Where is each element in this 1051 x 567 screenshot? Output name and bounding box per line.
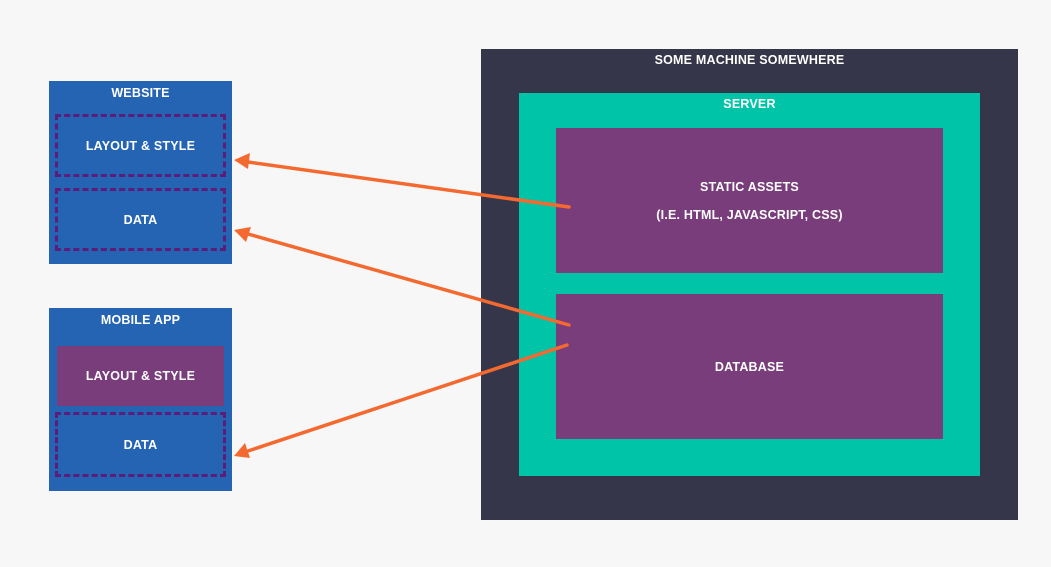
static-assets-box: STATIC ASSETS (I.E. HTML, JAVASCRIPT, CS… — [556, 128, 943, 273]
database-label: DATABASE — [714, 359, 785, 374]
machine-title: SOME MACHINE SOMEWHERE — [654, 53, 845, 67]
static-assets-detail: (I.E. HTML, JAVASCRIPT, CSS) — [656, 207, 843, 222]
mobile-data-label: DATA — [123, 437, 158, 452]
mobile-layout-style-box: LAYOUT & STYLE — [57, 346, 224, 406]
website-data-box: DATA — [55, 188, 226, 251]
website-data-label: DATA — [123, 212, 158, 227]
server-title: SERVER — [723, 97, 776, 111]
static-to-website-layout-arrow — [246, 160, 571, 209]
website-panel: WEBSITE LAYOUT & STYLE DATA — [49, 81, 232, 264]
website-layout-style-label: LAYOUT & STYLE — [85, 138, 196, 153]
database-box: DATABASE — [556, 294, 943, 439]
website-title: WEBSITE — [111, 86, 170, 100]
arrowhead-website-layout — [234, 153, 250, 169]
database-to-mobile-data-arrow — [246, 343, 569, 453]
mobile-app-title: MOBILE APP — [100, 313, 181, 327]
mobile-data-box: DATA — [55, 412, 226, 477]
mobile-layout-style-label: LAYOUT & STYLE — [85, 369, 196, 383]
database-to-website-data-arrow — [246, 232, 571, 327]
arrowhead-website-data — [234, 227, 251, 242]
machine-panel: SOME MACHINE SOMEWHERE SERVER STATIC ASS… — [481, 49, 1018, 520]
static-assets-label: STATIC ASSETS — [700, 179, 799, 194]
server-panel: SERVER STATIC ASSETS (I.E. HTML, JAVASCR… — [519, 93, 980, 476]
website-layout-style-box: LAYOUT & STYLE — [55, 114, 226, 177]
mobile-app-panel: MOBILE APP LAYOUT & STYLE DATA — [49, 308, 232, 491]
arrowhead-mobile-data — [234, 443, 250, 458]
